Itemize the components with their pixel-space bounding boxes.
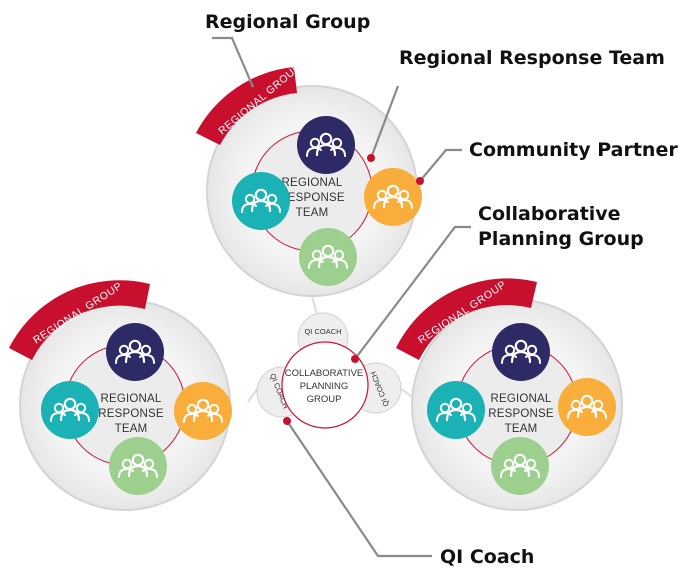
leader-qi-coach: [286, 420, 432, 558]
callout-leaders: [212, 36, 471, 558]
callout-dots: [283, 154, 424, 425]
qi-coach-label-top: QI COACH: [304, 327, 341, 336]
center-label-line2: PLANNING: [300, 381, 349, 392]
regional-group-right: REGIONAL GROUP REGIONAL RESPONSE TEAM: [396, 278, 623, 511]
team-label-line2: RESPONSE: [488, 408, 554, 420]
member-green-node: [299, 228, 357, 286]
member-green-node: [491, 437, 549, 495]
callout-collaborative-planning-group-line1: Collaborative: [478, 203, 621, 225]
leader-regional-group: [212, 36, 255, 88]
collaborative-planning-group-circle: [281, 341, 369, 429]
team-label-line1: REGIONAL: [100, 393, 161, 405]
callout-community-partner: Community Partner: [469, 139, 678, 161]
team-label-line1: REGIONAL: [281, 177, 342, 189]
member-navy-node: [106, 323, 164, 381]
member-navy-node: [492, 323, 550, 381]
regional-group-banner: [196, 67, 297, 145]
center-label-line3: GROUP: [307, 394, 342, 405]
collaborative-planning-group-hub: QI COACH QI COACH QI COACH COLLABORATIVE…: [256, 312, 402, 429]
regional-group-banner: [9, 280, 150, 360]
callout-regional-response-team: Regional Response Team: [399, 47, 665, 69]
callout-regional-group: Regional Group: [205, 11, 370, 33]
member-orange-node: [558, 378, 616, 436]
team-label-line3: TEAM: [296, 207, 329, 219]
team-label-line2: RESPONSE: [98, 408, 164, 420]
member-teal-node: [232, 172, 290, 230]
team-label-line3: TEAM: [115, 423, 148, 435]
regional-group-top: REGIONAL GROUP REGIONAL RESPONSE TEAM: [196, 61, 422, 297]
member-orange-node: [364, 168, 422, 226]
callout-collaborative-planning-group-line2: Planning Group: [478, 228, 644, 250]
member-teal-node: [427, 381, 485, 439]
team-label-line2: RESPONSE: [279, 192, 345, 204]
team-label-line1: REGIONAL: [490, 393, 551, 405]
leader-community-partner: [419, 148, 462, 182]
center-label-line1: COLLABORATIVE: [285, 368, 364, 379]
leader-collaborative-planning-group: [354, 225, 471, 360]
team-label-line3: TEAM: [505, 423, 538, 435]
regional-group-left: REGIONAL GROUP REGIONAL RESPONSE TEAM: [9, 280, 232, 511]
member-orange-node: [174, 382, 232, 440]
member-navy-node: [297, 116, 355, 174]
member-teal-node: [41, 381, 99, 439]
regional-group-banner: [396, 278, 537, 360]
leader-regional-response-team: [369, 85, 400, 159]
callout-qi-coach: QI Coach: [440, 546, 534, 568]
member-green-node: [109, 437, 167, 495]
